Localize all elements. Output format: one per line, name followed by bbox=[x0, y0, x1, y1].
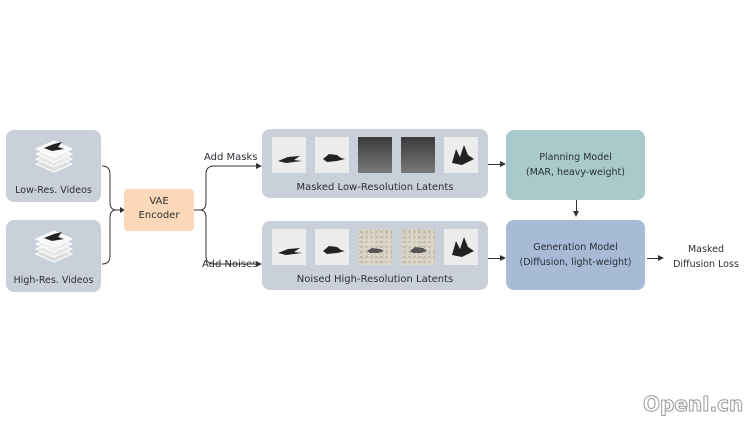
video-stack-icon bbox=[34, 230, 74, 263]
low-res-videos-label: Low-Res. Videos bbox=[15, 185, 92, 196]
low-res-videos-box: Low-Res. Videos bbox=[6, 130, 101, 202]
bird-icon bbox=[452, 145, 474, 165]
arrowhead-icon bbox=[500, 255, 506, 261]
bird-icon bbox=[278, 248, 302, 255]
masked-frame bbox=[358, 137, 392, 173]
latent-frame bbox=[315, 137, 349, 173]
generation-model-title: Generation Model bbox=[533, 242, 618, 253]
masked-low-res-latents-panel: Masked Low-Resolution Latents bbox=[262, 129, 488, 198]
planning-model-subtitle: (MAR, heavy-weight) bbox=[526, 167, 625, 178]
arrow-to-planning bbox=[488, 164, 500, 165]
noisy-frame bbox=[358, 229, 392, 265]
encoder-title: VAE bbox=[149, 196, 169, 207]
arrowhead-icon bbox=[658, 255, 664, 261]
bird-icon bbox=[278, 156, 302, 163]
encoder-subtitle: Encoder bbox=[138, 210, 180, 221]
video-stack-icon bbox=[34, 140, 74, 173]
generation-model-subtitle: (Diffusion, light-weight) bbox=[519, 257, 632, 268]
planning-model-title: Planning Model bbox=[539, 152, 612, 163]
bird-icon bbox=[452, 237, 474, 257]
add-noises-label: Add Noises bbox=[202, 259, 258, 270]
latent-frame bbox=[444, 137, 478, 173]
latent-frame bbox=[272, 229, 306, 265]
masked-frame bbox=[401, 137, 435, 173]
bird-icon bbox=[323, 154, 345, 162]
planning-model-box: Planning Model (MAR, heavy-weight) bbox=[506, 130, 645, 200]
add-masks-label: Add Masks bbox=[204, 152, 258, 163]
high-res-videos-box: High-Res. Videos bbox=[6, 220, 101, 292]
watermark: OpenI.cn bbox=[642, 392, 744, 417]
latent-frame bbox=[315, 229, 349, 265]
latent-frame bbox=[272, 137, 306, 173]
high-res-videos-label: High-Res. Videos bbox=[13, 275, 94, 286]
bird-icon bbox=[323, 246, 345, 254]
generation-model-box: Generation Model (Diffusion, light-weigh… bbox=[506, 220, 645, 290]
masked-diffusion-loss-label: Masked Diffusion Loss bbox=[666, 242, 746, 272]
merge-brace-connector bbox=[101, 165, 125, 265]
loss-line2: Diffusion Loss bbox=[673, 259, 739, 270]
arrow-planning-to-generation bbox=[576, 200, 577, 212]
arrowhead-icon bbox=[573, 211, 579, 217]
noised-high-res-latents-panel: Noised High-Resolution Latents bbox=[262, 221, 488, 290]
noisy-frame bbox=[401, 229, 435, 265]
bird-icon bbox=[367, 248, 384, 253]
vae-encoder-box: VAE Encoder bbox=[124, 189, 194, 231]
noised-high-res-caption: Noised High-Resolution Latents bbox=[296, 274, 454, 285]
split-connector bbox=[194, 163, 262, 267]
loss-line1: Masked bbox=[687, 244, 724, 255]
masked-low-res-caption: Masked Low-Resolution Latents bbox=[296, 182, 454, 193]
arrow-to-loss bbox=[647, 258, 658, 259]
bird-icon bbox=[410, 247, 427, 253]
latent-frame bbox=[444, 229, 478, 265]
arrowhead-icon bbox=[500, 161, 506, 167]
arrow-to-generation bbox=[488, 258, 500, 259]
